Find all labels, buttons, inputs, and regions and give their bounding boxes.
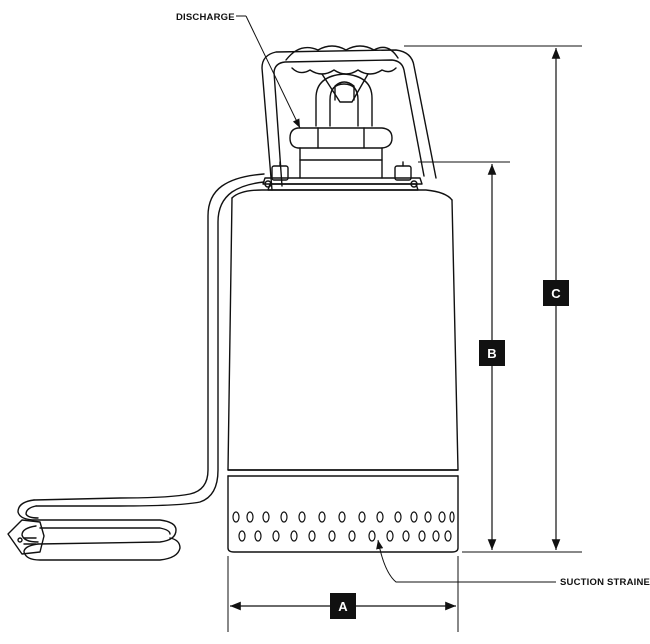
power-cord: [17, 173, 265, 561]
suction-strainer-callout: SUCTION STRAINER: [376, 539, 650, 588]
handle: [261, 45, 437, 191]
dimension-a: A: [230, 593, 456, 619]
discharge-callout: DISCHARGE: [176, 12, 301, 129]
motor-housing: [227, 197, 459, 553]
extension-lines: [227, 45, 582, 632]
dimension-a-label: A: [338, 599, 348, 614]
strainer-holes: [232, 511, 455, 542]
top-cap: [231, 159, 453, 201]
dimension-b-label: B: [487, 346, 496, 361]
dimension-b: B: [479, 164, 505, 550]
plug: [7, 519, 45, 555]
discharge-nut: [289, 127, 393, 161]
discharge-label: DISCHARGE: [176, 12, 235, 23]
dimension-c: C: [543, 47, 569, 550]
dimension-c-label: C: [551, 286, 561, 301]
suction-strainer-label: SUCTION STRAINER: [560, 577, 650, 588]
